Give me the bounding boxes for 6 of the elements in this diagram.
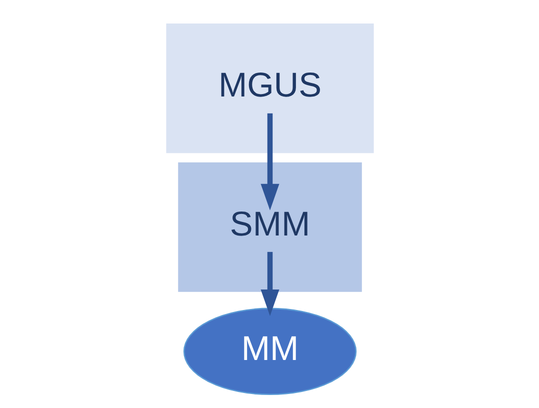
arrow <box>260 113 279 210</box>
node-text: MGUS <box>218 66 322 105</box>
arrow <box>260 252 279 316</box>
node-ellipse: MM <box>182 308 356 396</box>
node-text: SMM <box>229 205 310 244</box>
cluster <box>166 24 374 154</box>
